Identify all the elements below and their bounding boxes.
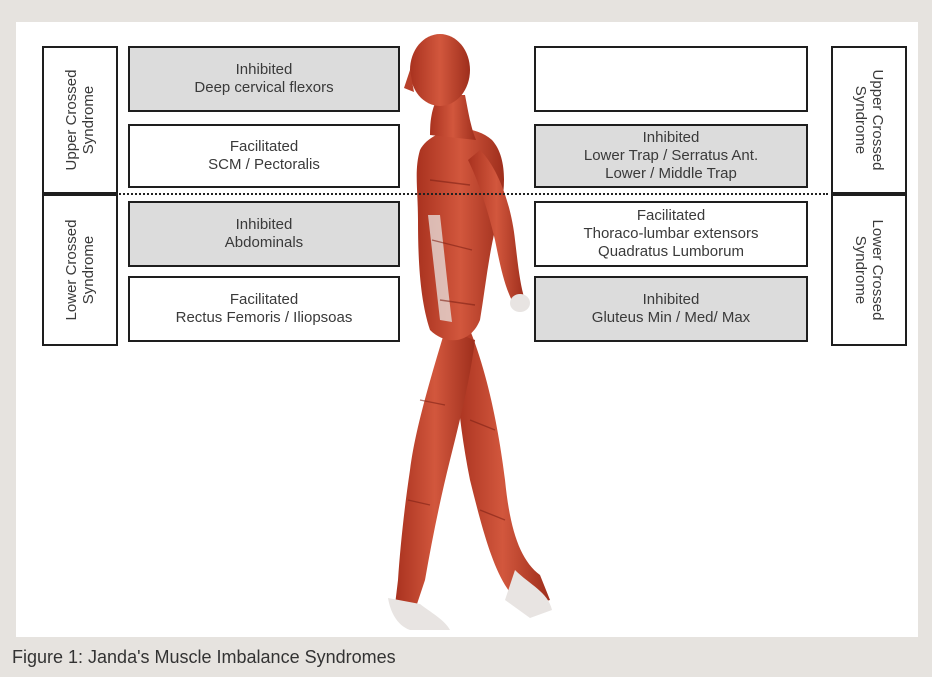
side-label-line: Lower Crossed (869, 220, 886, 321)
box-status: Inhibited (643, 291, 700, 309)
left-box-deep-cervical-flexors: Inhibited Deep cervical flexors (128, 46, 400, 112)
muscle-figure (388, 34, 552, 630)
box-status: Facilitated (637, 207, 705, 225)
left-box-rectus-femoris: Facilitated Rectus Femoris / Iliopsoas (128, 276, 400, 342)
box-status: Inhibited (643, 129, 700, 147)
box-muscles: Deep cervical flexors (194, 79, 333, 97)
box-muscles: Lower / Middle Trap (605, 165, 737, 183)
right-box-lower-trap: Inhibited Lower Trap / Serratus Ant. Low… (534, 124, 808, 188)
box-muscles: SCM / Pectoralis (208, 156, 320, 174)
box-muscles: Thoraco-lumbar extensors (583, 225, 758, 243)
right-box-empty (534, 46, 808, 112)
box-status: Facilitated (230, 291, 298, 309)
box-muscles: Abdominals (225, 234, 303, 252)
side-label-line: Syndrome (852, 220, 869, 321)
box-muscles: Gluteus Min / Med/ Max (592, 309, 750, 327)
box-status: Inhibited (236, 216, 293, 234)
side-label-line: Lower Crossed (63, 220, 80, 321)
left-box-abdominals: Inhibited Abdominals (128, 201, 400, 267)
box-muscles: Lower Trap / Serratus Ant. (584, 147, 758, 165)
right-box-gluteus: Inhibited Gluteus Min / Med/ Max (534, 276, 808, 342)
box-status: Inhibited (236, 61, 293, 79)
side-label-line: Upper Crossed (63, 70, 80, 171)
right-box-thoraco-lumbar: Facilitated Thoraco-lumbar extensors Qua… (534, 201, 808, 267)
left-box-scm-pectoralis: Facilitated SCM / Pectoralis (128, 124, 400, 188)
side-label-line: Syndrome (80, 70, 97, 171)
figure-caption: Figure 1: Janda's Muscle Imbalance Syndr… (12, 647, 396, 668)
upper-lower-divider (116, 193, 828, 195)
box-status: Facilitated (230, 138, 298, 156)
side-label-line: Syndrome (80, 220, 97, 321)
box-muscles: Rectus Femoris / Iliopsoas (176, 309, 353, 327)
box-muscles: Quadratus Lumborum (598, 243, 744, 261)
side-label-line: Upper Crossed (869, 70, 886, 171)
side-label-line: Syndrome (852, 70, 869, 171)
